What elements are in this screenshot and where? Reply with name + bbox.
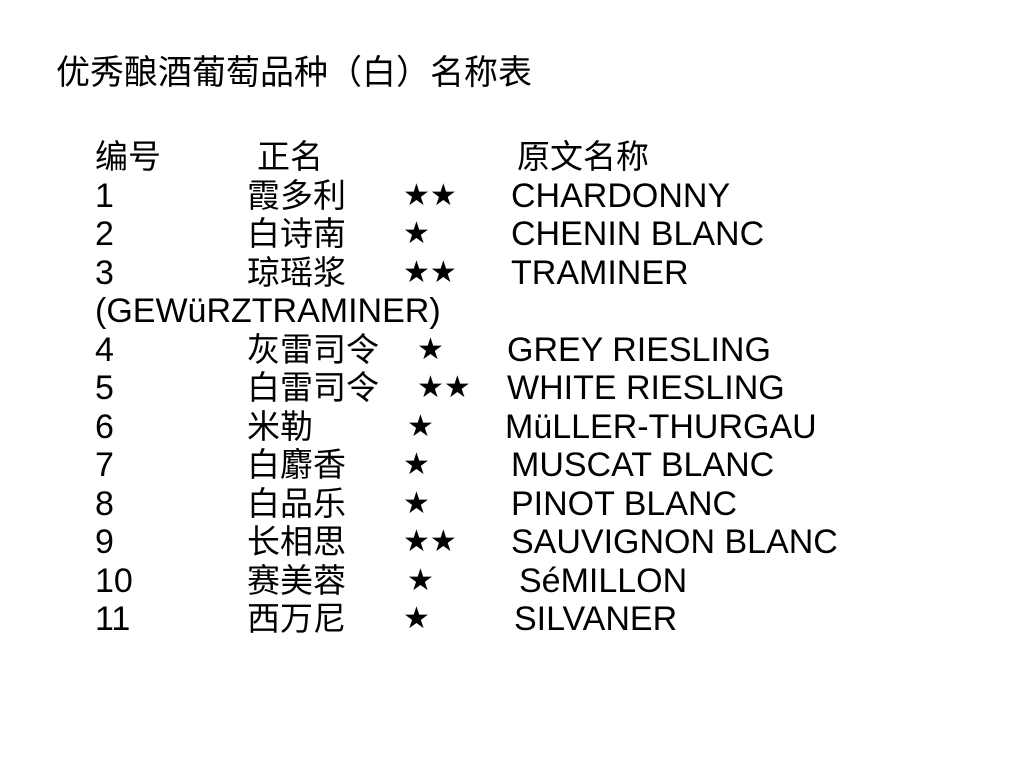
row-name: 白麝香 (247, 445, 346, 484)
row-original-name: CHENIN BLANC (511, 215, 765, 253)
table-row: 11 西万尼 ★ SILVANER (95, 600, 995, 639)
row-original-name: PINOT BLANC (511, 484, 738, 523)
row-rating-stars: ★ (403, 485, 430, 521)
grape-variety-table: 编号 正名 原文名称 1 霞多利 ★★ CHARDONNY 2 白诗南 ★ CH… (95, 138, 995, 639)
table-header-row: 编号 正名 原文名称 (95, 138, 995, 177)
header-name: 正名 (257, 137, 323, 176)
row-name: 长相思 (247, 522, 346, 561)
header-original-name: 原文名称 (517, 137, 649, 176)
table-row: 2 白诗南 ★ CHENIN BLANC (95, 215, 995, 254)
row-name: 米勒 (247, 406, 313, 446)
row-number: 2 (95, 215, 114, 253)
table-row: 3 琼瑶浆 ★★ TRAMINER (95, 252, 995, 293)
row-number: 11 (95, 600, 131, 638)
row-rating-stars: ★ (407, 562, 434, 598)
table-row: 5 白雷司令 ★★ WHITE RIESLING (95, 369, 995, 408)
row-name: 琼瑶浆 (247, 252, 346, 292)
row-number: 10 (95, 561, 133, 600)
row-rating-stars: ★ (407, 408, 434, 444)
row-original-name: SAUVIGNON BLANC (511, 523, 838, 561)
row-number: 4 (95, 330, 114, 369)
row-rating-stars: ★★ (403, 254, 457, 290)
table-row: 8 白品乐 ★ PINOT BLANC (95, 483, 995, 524)
row-name: 霞多利 (247, 175, 346, 215)
row-original-name: MüLLER-THURGAU (505, 407, 817, 446)
table-row: 4 灰雷司令 ★ GREY RIESLING (95, 329, 995, 370)
header-number: 编号 (95, 137, 161, 176)
row-original-name: WHITE RIESLING (507, 369, 785, 407)
table-row: 6 米勒 ★ MüLLER-THURGAU (95, 406, 995, 447)
row-rating-stars: ★★ (417, 370, 471, 405)
row-original-name: SéMILLON (519, 561, 688, 600)
row-name: 西万尼 (247, 599, 346, 638)
row-rating-stars: ★ (403, 601, 430, 636)
row-name: 灰雷司令 (247, 329, 379, 369)
row-original-name: SILVANER (514, 600, 678, 638)
row-number: 3 (95, 253, 114, 292)
row-number: 7 (95, 446, 114, 484)
table-row: 1 霞多利 ★★ CHARDONNY (95, 175, 995, 216)
row-number: 9 (95, 523, 114, 561)
row-number: 1 (95, 176, 114, 215)
row-original-name-continuation: (GEWüRZTRAMINER) (95, 292, 441, 330)
row-number: 6 (95, 407, 114, 446)
row-rating-stars: ★ (403, 447, 430, 482)
row-original-name: CHARDONNY (511, 176, 731, 215)
row-name: 赛美蓉 (247, 560, 346, 600)
row-number: 5 (95, 369, 114, 407)
row-rating-stars: ★★ (403, 177, 457, 213)
row-name: 白雷司令 (247, 368, 379, 407)
row-original-name: GREY RIESLING (507, 330, 771, 369)
table-row: 9 长相思 ★★ SAUVIGNON BLANC (95, 523, 995, 562)
row-name: 白诗南 (247, 214, 346, 253)
table-row: 7 白麝香 ★ MUSCAT BLANC (95, 446, 995, 485)
row-rating-stars: ★★ (403, 524, 457, 559)
row-name: 白品乐 (247, 483, 346, 523)
row-original-name: MUSCAT BLANC (511, 446, 775, 484)
row-original-name: TRAMINER (511, 253, 689, 292)
row-rating-stars: ★ (417, 331, 444, 367)
slide-title: 优秀酿酒葡萄品种（白）名称表 (56, 53, 532, 93)
table-row: 10 赛美蓉 ★ SéMILLON (95, 560, 995, 601)
row-number: 8 (95, 484, 114, 523)
row-rating-stars: ★ (403, 216, 430, 251)
